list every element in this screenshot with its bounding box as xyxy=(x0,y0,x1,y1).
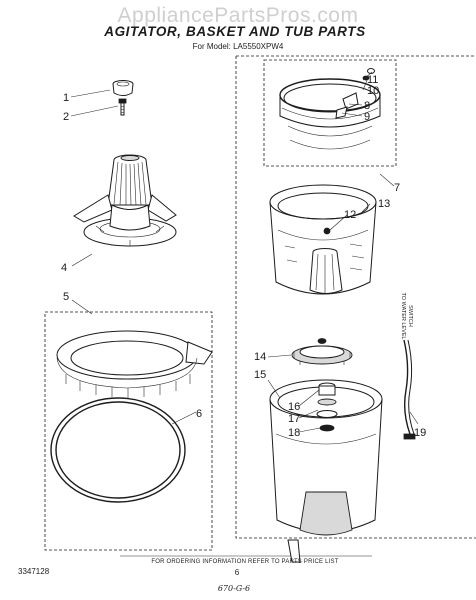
footer-notice: FOR ORDERING INFORMATION REFER TO PARTS … xyxy=(151,559,338,565)
spin-basket xyxy=(269,184,377,295)
seal-ring-kit-box xyxy=(44,311,213,551)
water-level-note-line1: TO WATER LEVEL xyxy=(400,293,406,340)
callout-4: 4 xyxy=(61,262,67,274)
callout-17: 17 xyxy=(288,413,300,425)
callout-6: 6 xyxy=(196,408,202,420)
footer-handwritten-date: 670-G-6 xyxy=(218,584,250,593)
model-line: For Model: LA5550XPW4 xyxy=(193,42,284,51)
callout-16: 16 xyxy=(288,401,300,413)
callout-13: 13 xyxy=(378,198,390,210)
tub-ring xyxy=(56,330,213,398)
retaining-bracket xyxy=(335,92,359,119)
water-level-note: TO WATER LEVEL SWITCH xyxy=(400,293,413,340)
callout-1: 1 xyxy=(63,92,69,104)
callout-2: 2 xyxy=(63,111,69,123)
air-dome-hose xyxy=(403,339,416,440)
callout-18: 18 xyxy=(288,427,300,439)
agitator-bolt xyxy=(118,98,127,116)
balance-ring xyxy=(279,78,381,150)
water-level-note-line2: SWITCH xyxy=(407,305,413,327)
callout-7: 7 xyxy=(394,182,400,194)
agitator xyxy=(73,154,177,247)
leader-lines xyxy=(70,71,419,433)
callout-10: 10 xyxy=(367,85,379,97)
callout-8: 8 xyxy=(364,100,370,112)
drive-hub xyxy=(291,338,353,365)
callout-15: 15 xyxy=(254,369,266,381)
callout-labels: 1 2 4 5 6 7 8 9 10 11 12 13 14 15 16 17 … xyxy=(61,74,426,439)
callout-14: 14 xyxy=(254,351,266,363)
callout-5: 5 xyxy=(63,291,69,303)
watermark-text: AppliancePartsPros.com xyxy=(118,4,359,27)
seal-stack xyxy=(316,382,338,432)
callout-9: 9 xyxy=(364,111,370,123)
diagram-title: AGITATOR, BASKET AND TUB PARTS xyxy=(103,24,366,39)
tub-ring-kit-box xyxy=(263,59,397,167)
callout-12: 12 xyxy=(344,209,356,221)
outer-tub xyxy=(269,379,383,563)
footer-part-number: 3347128 xyxy=(18,567,50,576)
tub-seal-ring xyxy=(50,397,186,503)
footer-page-number: 6 xyxy=(235,568,240,577)
callout-19: 19 xyxy=(414,427,426,439)
callout-11: 11 xyxy=(367,74,378,86)
tub-assembly-outline xyxy=(235,55,476,539)
agitator-cap xyxy=(112,80,134,96)
